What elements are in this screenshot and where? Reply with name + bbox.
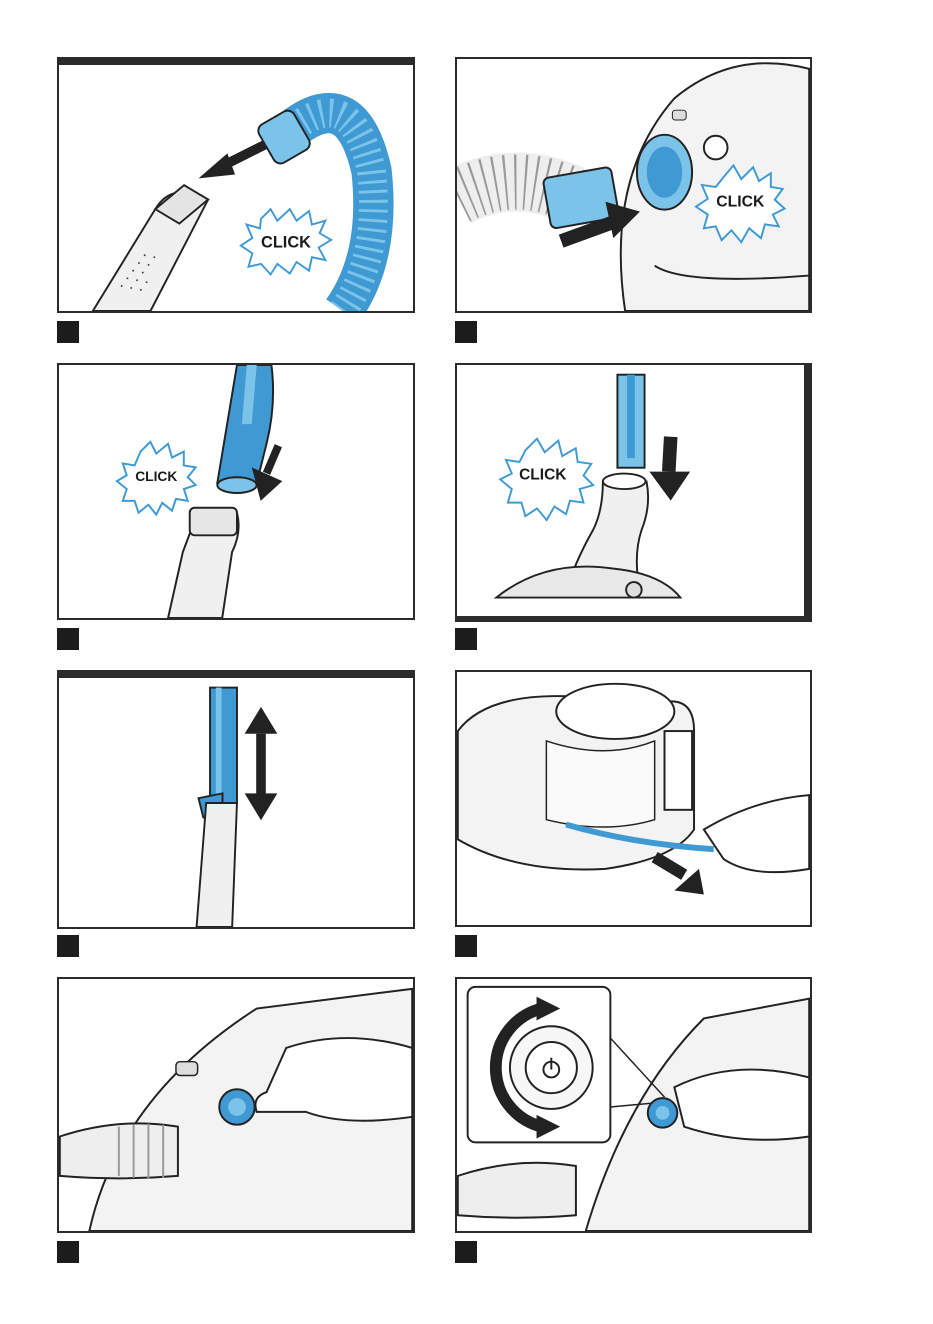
step-marker-2 [455, 321, 477, 343]
step-marker-4 [455, 628, 477, 650]
tube-attach-handle-illustration: CLICK [59, 365, 413, 618]
pull-out-cord-illustration [457, 672, 810, 925]
illustration-panel-8 [455, 977, 812, 1233]
turn-power-regulator-illustration [457, 979, 810, 1231]
hose-insert-illustration: CLICK [457, 59, 810, 311]
step-marker-1 [57, 321, 79, 343]
hose-connect-illustration: CLICK [59, 65, 413, 311]
illustration-panel-1: CLICK [57, 57, 415, 313]
illustration-panel-6 [455, 670, 812, 927]
click-badge-text: CLICK [716, 194, 765, 211]
illustration-panel-7 [57, 977, 415, 1233]
step-marker-7 [57, 1241, 79, 1263]
click-badge-text: CLICK [261, 234, 311, 252]
step-marker-3 [57, 628, 79, 650]
click-badge-text: CLICK [135, 469, 177, 484]
step-marker-6 [455, 935, 477, 957]
illustration-panel-2: CLICK [455, 57, 812, 313]
telescopic-tube-illustration [59, 678, 413, 927]
press-power-button-illustration [59, 979, 413, 1231]
illustration-panel-4: CLICK [455, 363, 812, 622]
click-badge-text: CLICK [519, 466, 567, 483]
illustration-panel-5 [57, 670, 415, 929]
illustration-panel-3: CLICK [57, 363, 415, 620]
tube-attach-floor-nozzle-illustration: CLICK [457, 365, 804, 616]
step-marker-8 [455, 1241, 477, 1263]
step-marker-5 [57, 935, 79, 957]
